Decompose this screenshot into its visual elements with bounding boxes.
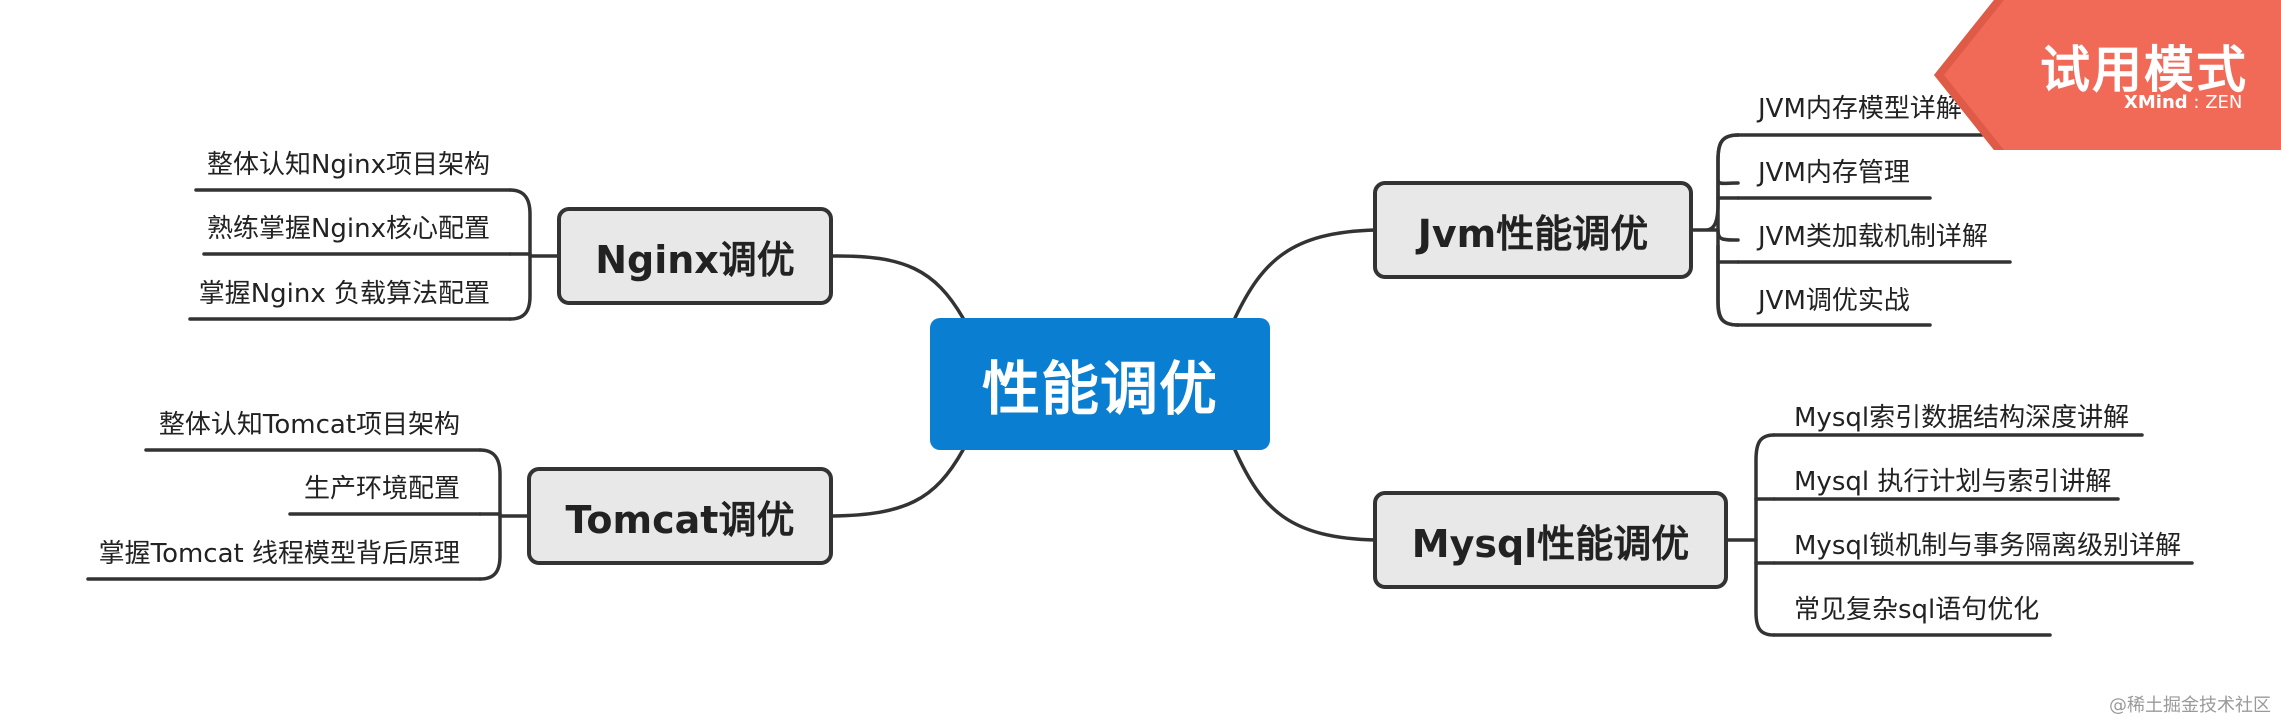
- leaf-jvm-3[interactable]: JVM类加载机制详解: [1758, 222, 1988, 252]
- leaf-jvm-4[interactable]: JVM调优实战: [1758, 286, 1910, 316]
- xmind-brand-label: XMind : ZEN: [2124, 92, 2243, 113]
- connector-mysql: [1233, 448, 1378, 542]
- connector-jvm-leaves: [1690, 133, 1740, 327]
- branch-mysql[interactable]: Mysql性能调优: [1373, 491, 1728, 589]
- leaf-tomcat-1[interactable]: 整体认知Tomcat项目架构: [158, 410, 460, 440]
- leaf-tomcat-3[interactable]: 掌握Tomcat 线程模型背后原理: [98, 539, 460, 569]
- central-topic[interactable]: 性能调优: [930, 318, 1270, 450]
- branch-jvm[interactable]: Jvm性能调优: [1373, 181, 1693, 279]
- xmind-brand: XMind: [2124, 92, 2188, 113]
- leaf-mysql-3[interactable]: Mysql锁机制与事务隔离级别详解: [1794, 531, 2182, 561]
- bracket-mysql: [1754, 433, 1776, 637]
- leaf-jvm-1[interactable]: JVM内存模型详解: [1758, 94, 1962, 124]
- connector-nginx: [830, 254, 965, 320]
- leaf-mysql-1[interactable]: Mysql索引数据结构深度讲解: [1794, 403, 2130, 433]
- xmind-edition: ZEN: [2205, 92, 2243, 113]
- branch-tomcat[interactable]: Tomcat调优: [527, 467, 833, 565]
- leaf-jvm-2[interactable]: JVM内存管理: [1758, 158, 1910, 188]
- watermark: @稀土掘金技术社区: [2109, 695, 2271, 716]
- leaf-nginx-2[interactable]: 熟练掌握Nginx核心配置: [206, 214, 490, 244]
- leaf-nginx-1[interactable]: 整体认知Nginx项目架构: [206, 150, 490, 180]
- leaf-mysql-4[interactable]: 常见复杂sql语句优化: [1794, 595, 2040, 625]
- branch-nginx[interactable]: Nginx调优: [557, 207, 833, 305]
- bracket-jvm: [1716, 133, 1740, 327]
- leaf-nginx-3[interactable]: 掌握Nginx 负载算法配置: [198, 279, 490, 309]
- connector-tomcat: [830, 448, 965, 518]
- leaf-tomcat-2[interactable]: 生产环境配置: [303, 474, 460, 504]
- trial-mode-title: 试用模式: [2040, 41, 2248, 99]
- leaf-mysql-2[interactable]: Mysql 执行计划与索引讲解: [1794, 467, 2112, 497]
- connector-jvm: [1233, 228, 1378, 320]
- trial-mode-badge: [1934, 0, 2281, 150]
